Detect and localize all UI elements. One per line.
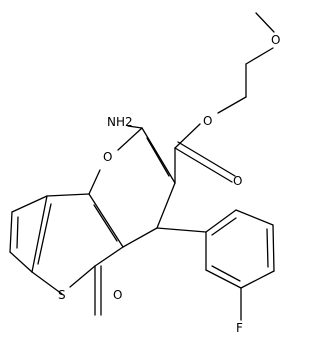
bond-benz-4-inner: [37, 203, 52, 265]
bond-ar-5-inner: [211, 265, 241, 282]
bond-c4-c4a: [122, 227, 158, 248]
bond-oester-ccarbonyl: [174, 123, 201, 149]
atom-thione-sulfur: S: [58, 288, 66, 302]
atom-amino-group: NH2: [107, 115, 133, 129]
atom-fluorine: F: [236, 321, 243, 335]
atom-ether-oxygen: O: [271, 33, 280, 47]
bond-c4a-c8a-b: [93, 204, 118, 242]
bond-ch3-o: [255, 12, 275, 33]
bond-c4a-c8a-a: [88, 193, 124, 248]
bond-s-c10a: [31, 271, 63, 295]
bond-c2-o1: [117, 127, 143, 151]
bond-benz-4: [31, 195, 48, 273]
bond-c2-c3-a: [141, 127, 176, 184]
bond-ar-1: [205, 209, 237, 233]
atom-lactone-oxygen: O: [113, 288, 122, 302]
bond-ar-5: [205, 269, 242, 289]
bond-c8a-c10b: [46, 193, 90, 197]
bond-benz-1: [11, 195, 48, 213]
bond-ar-1-inner: [211, 217, 237, 236]
bond-c2-c3-b: [146, 137, 170, 177]
bond-benz-3: [9, 251, 33, 273]
bond-c5-s: [69, 265, 96, 288]
bond-benz-2: [9, 211, 13, 253]
atom-ring-oxygen: O: [103, 150, 112, 164]
bonds: [9, 12, 275, 321]
bond-nh2-c2: [127, 125, 143, 129]
bond-benz-2-inner: [16, 216, 19, 249]
bond-ar-2: [235, 209, 274, 226]
bond-o-ch2: [245, 47, 274, 65]
structure-diagram: O O NH2 O O S O F: [9, 12, 280, 335]
atom-ester-oxygen: O: [203, 114, 212, 128]
bond-ar-4: [240, 270, 275, 289]
bond-c-o-double-b: [177, 141, 236, 177]
bond-ch2-oester: [217, 96, 247, 114]
atom-labels: O O NH2 O O S O F: [58, 33, 280, 335]
bond-ar-3: [272, 224, 275, 272]
bond-o1-c8a: [88, 169, 101, 195]
atom-carbonyl-oxygen: O: [233, 174, 242, 188]
bond-c4-aryl: [156, 227, 207, 233]
bond-ar-3-inner: [266, 228, 269, 268]
bond-c4a-c5: [94, 246, 124, 267]
bond-c-o-double-a: [174, 147, 233, 183]
bond-c3-c4: [156, 182, 176, 229]
